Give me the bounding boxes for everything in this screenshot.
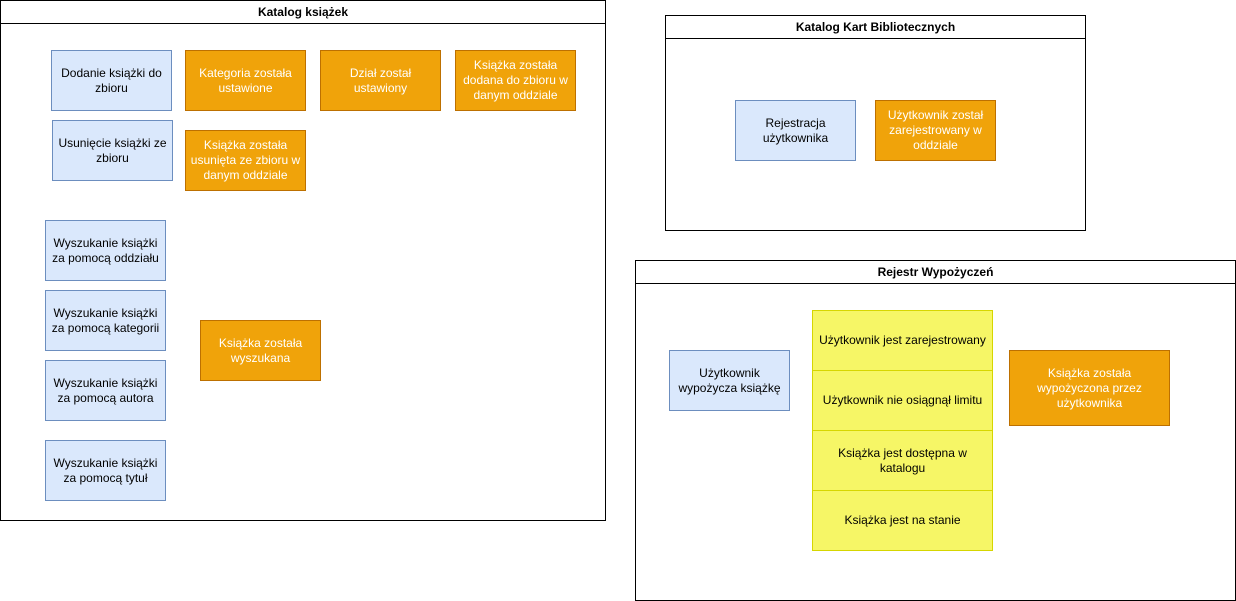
- rule-user-limit[interactable]: Użytkownik nie osiągnął limitu: [812, 370, 993, 431]
- command-search-by-title[interactable]: Wyszukanie książki za pomocą tytuł: [45, 440, 166, 501]
- frame-title-katalog-kart: Katalog Kart Bibliotecznych: [666, 16, 1085, 39]
- frame-title-katalog-ksiazek: Katalog książek: [1, 1, 605, 24]
- frame-title-rejestr-wypozyczen: Rejestr Wypożyczeń: [636, 261, 1235, 284]
- command-remove-book[interactable]: Usunięcie książki ze zbioru: [52, 120, 173, 181]
- command-search-by-branch[interactable]: Wyszukanie książki za pomocą oddziału: [45, 220, 166, 281]
- command-register-user[interactable]: Rejestracja użytkownika: [735, 100, 856, 161]
- command-search-by-author[interactable]: Wyszukanie książki za pomocą autora: [45, 360, 166, 421]
- event-category-set[interactable]: Kategoria została ustawione: [185, 50, 306, 111]
- rule-stack: Użytkownik jest zarejestrowany Użytkowni…: [812, 310, 993, 551]
- rule-book-in-catalog[interactable]: Książka jest dostępna w katalogu: [812, 430, 993, 491]
- event-book-added[interactable]: Książka została dodana do zbioru w danym…: [455, 50, 576, 111]
- rule-user-registered[interactable]: Użytkownik jest zarejestrowany: [812, 310, 993, 371]
- event-book-found[interactable]: Książka została wyszukana: [200, 320, 321, 381]
- command-add-book[interactable]: Dodanie książki do zbioru: [51, 50, 172, 111]
- event-user-registered[interactable]: Użytkownik został zarejestrowany w oddzi…: [875, 100, 996, 161]
- event-book-borrowed[interactable]: Książka została wypożyczona przez użytko…: [1009, 350, 1170, 426]
- command-search-by-category[interactable]: Wyszukanie książki za pomocą kategorii: [45, 290, 166, 351]
- rule-book-in-stock[interactable]: Książka jest na stanie: [812, 490, 993, 551]
- event-book-removed[interactable]: Książka została usunięta ze zbioru w dan…: [185, 130, 306, 191]
- command-user-borrows[interactable]: Użytkownik wypożycza książkę: [669, 350, 790, 411]
- event-section-set[interactable]: Dział został ustawiony: [320, 50, 441, 111]
